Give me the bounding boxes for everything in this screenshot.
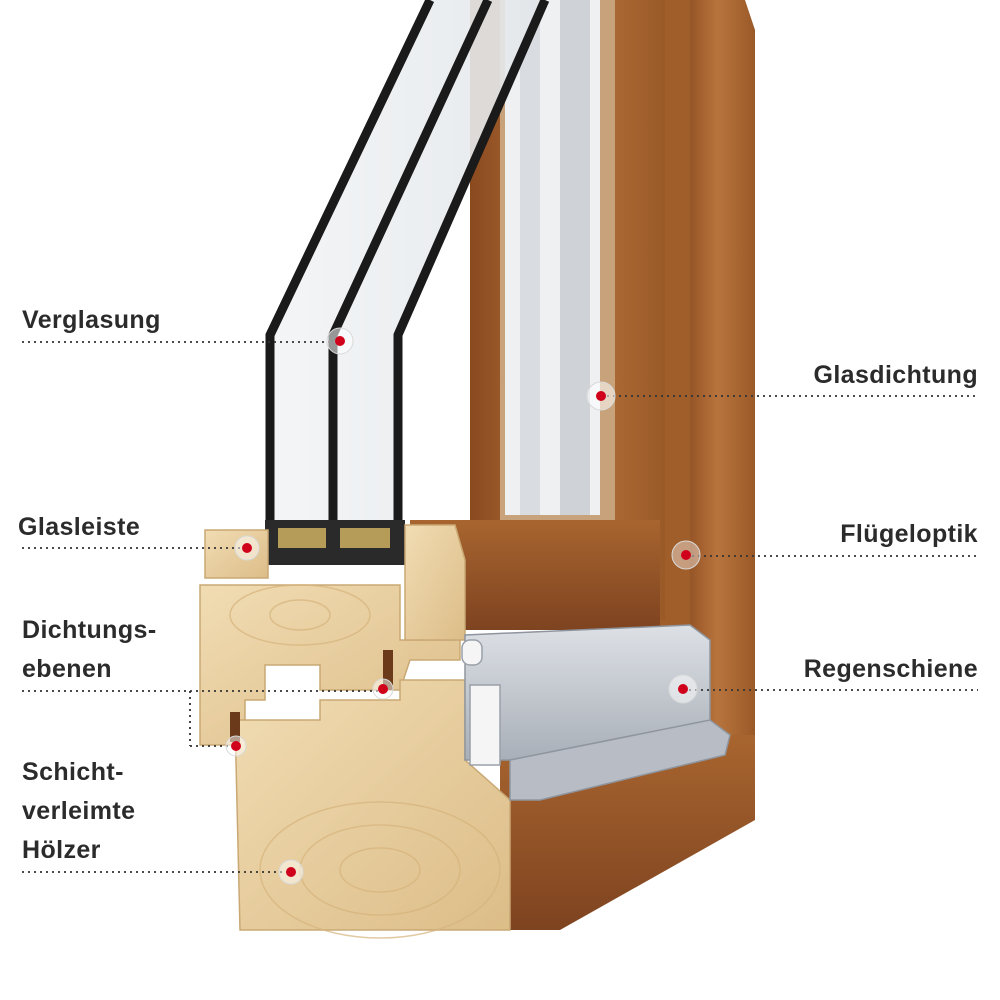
marker-dichtungsebenen-upper xyxy=(372,678,394,700)
label-verglasung: Verglasung xyxy=(22,306,161,334)
marker-regenschiene xyxy=(668,674,698,704)
label-glasdichtung: Glasdichtung xyxy=(813,361,978,389)
label-schichtverleimte-hoelzer: Schicht- verleimte Hölzer xyxy=(22,750,135,873)
label-dichtungsebenen-line-1: Dichtungs- xyxy=(22,616,157,644)
marker-fluegeloptik xyxy=(671,540,701,570)
label-schicht-line-3: Hölzer xyxy=(22,836,101,864)
wood-cross-section xyxy=(199,524,511,939)
marker-schichtverleimte-hoelzer xyxy=(278,859,304,885)
label-dichtungsebenen-line-2: ebenen xyxy=(22,655,112,683)
label-fluegeloptik: Flügeloptik xyxy=(840,520,978,548)
sash xyxy=(410,0,665,630)
marker-dichtungsebenen-lower xyxy=(225,735,247,757)
label-schicht-line-2: verleimte xyxy=(22,797,136,825)
marker-verglasung xyxy=(326,327,354,355)
label-regenschiene: Regenschiene xyxy=(803,655,978,683)
rain-rail xyxy=(461,624,731,801)
label-schicht-line-1: Schicht- xyxy=(22,758,124,786)
marker-glasdichtung xyxy=(586,381,616,411)
marker-glasleiste xyxy=(234,535,260,561)
label-glasleiste: Glasleiste xyxy=(18,513,141,541)
triple-glazing xyxy=(265,0,550,565)
leader-lines xyxy=(22,341,978,873)
label-dichtungsebenen: Dichtungs- ebenen xyxy=(22,608,157,692)
markers xyxy=(225,327,701,885)
